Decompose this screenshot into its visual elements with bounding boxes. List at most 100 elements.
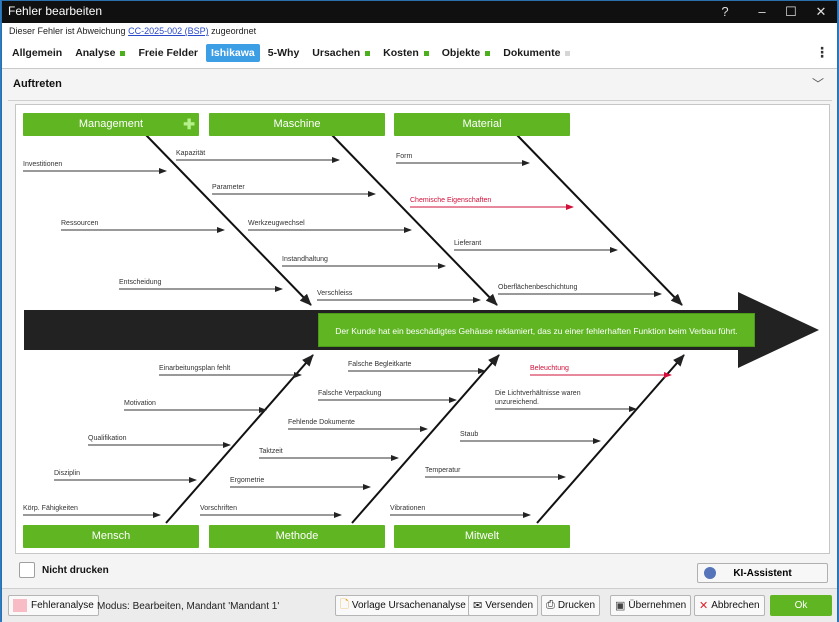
category-label: Mitwelt — [464, 530, 500, 542]
cause-label[interactable]: Körp. Fähigkeiten — [23, 505, 78, 512]
close-button[interactable]: ✕ — [815, 4, 827, 19]
apply-button[interactable]: ▣ Übernehmen — [610, 595, 692, 616]
cause-label[interactable]: Chemische Eigenschaften — [410, 197, 492, 204]
tab-analyse[interactable]: Analyse — [70, 44, 130, 62]
cause-label[interactable]: Falsche Begleitkarte — [348, 361, 412, 368]
help-button[interactable]: ? — [721, 4, 729, 19]
ki-assistant-button[interactable]: KI-Assistent — [697, 563, 828, 583]
cause-label[interactable]: Motivation — [124, 400, 156, 407]
tab-label: Freie Felder — [138, 47, 198, 59]
maximize-button[interactable]: ☐ — [785, 4, 797, 19]
tab-label: Dokumente — [503, 47, 561, 59]
footer-bar: Fehleranalyse Modus: Bearbeiten, Mandant… — [2, 588, 837, 622]
cancel-button[interactable]: ✕ Abbrechen — [694, 595, 765, 616]
template-button[interactable]: 🗋 Vorlage Ursachenanalyse — [335, 595, 471, 616]
ok-button[interactable]: Ok — [770, 595, 832, 616]
cause-label[interactable]: Investitionen — [23, 161, 63, 168]
save-icon: ▣ — [615, 600, 626, 612]
category-methode[interactable]: Methode — [209, 525, 385, 548]
cause-label[interactable]: Ressourcen — [61, 220, 99, 227]
tab-label: Allgemein — [12, 47, 63, 59]
cause-label[interactable]: Kapazität — [176, 150, 206, 157]
bone-management — [145, 134, 312, 306]
category-mensch[interactable]: Mensch — [23, 525, 199, 548]
bone-mensch — [165, 354, 314, 524]
deviation-link[interactable]: CC-2025-002 (BSP) — [128, 26, 209, 36]
cause-label[interactable]: Parameter — [212, 184, 245, 191]
cancel-label: Abbrechen — [711, 600, 760, 611]
chevron-down-icon[interactable]: ﹀ — [811, 77, 824, 91]
status-dot-icon — [365, 50, 371, 56]
cause-label[interactable]: Beleuchtung — [530, 365, 569, 372]
spine-arrowhead — [738, 292, 819, 368]
cause-label[interactable]: Fehlende Dokumente — [288, 419, 355, 426]
cause-label[interactable]: Entscheidung — [119, 279, 162, 286]
effect-box[interactable]: Der Kunde hat ein beschädigtes Gehäuse r… — [318, 313, 755, 347]
category-maschine[interactable]: Maschine — [209, 113, 385, 136]
tab-ursachen[interactable]: Ursachen — [307, 44, 375, 62]
category-mitwelt[interactable]: Mitwelt — [394, 525, 570, 548]
cause-label[interactable]: Staub — [460, 431, 479, 438]
status-dot-icon — [423, 50, 429, 56]
add-cause-icon[interactable]: ✚ — [183, 116, 195, 132]
cause-label[interactable]: Vorschriften — [200, 505, 237, 512]
x-icon: ✕ — [699, 600, 709, 612]
ki-assistant-label: KI-Assistent — [733, 568, 792, 579]
tab-bar: Allgemein Analyse Freie Felder Ishikawa 5-Wh… — [7, 42, 578, 64]
bone-methode — [351, 354, 500, 524]
cause-label[interactable]: Qualifikation — [88, 435, 127, 442]
cause-label[interactable]: Oberflächenbeschichtung — [498, 284, 578, 291]
brain-icon — [704, 567, 716, 579]
tab-label: Objekte — [441, 47, 481, 59]
cause-label[interactable]: Form — [396, 153, 413, 160]
status-dot-icon — [120, 50, 126, 56]
tab-allgemein[interactable]: Allgemein — [7, 44, 67, 62]
tab-freie-felder[interactable]: Freie Felder — [133, 44, 203, 62]
error-type-button[interactable]: Fehleranalyse — [8, 595, 99, 616]
tab-label: 5-Why — [267, 47, 300, 59]
deviation-info: Dieser Fehler ist Abweichung CC-2025-002… — [9, 26, 256, 36]
send-button[interactable]: ✉ Versenden — [468, 595, 539, 616]
color-swatch — [13, 599, 27, 612]
cause-label[interactable]: Ergometrie — [230, 477, 265, 484]
cause-label[interactable]: unzureichend. — [495, 399, 539, 406]
cause-label[interactable]: Einarbeitungsplan fehlt — [159, 365, 231, 372]
category-label: Methode — [275, 530, 319, 542]
error-type-label: Fehleranalyse — [31, 600, 94, 611]
category-material[interactable]: Material — [394, 113, 570, 136]
tab-5-why[interactable]: 5-Why — [263, 44, 305, 62]
cause-label[interactable]: Instandhaltung — [282, 256, 328, 263]
cause-label[interactable]: Falsche Verpackung — [318, 390, 382, 397]
tab-label: Analyse — [75, 47, 116, 59]
tab-kosten[interactable]: Kosten — [378, 44, 434, 62]
tab-objekte[interactable]: Objekte — [437, 44, 496, 62]
minimize-button[interactable]: – — [758, 4, 766, 19]
print-button[interactable]: ⎙ Drucken — [541, 595, 601, 616]
status-dot-icon — [565, 50, 571, 56]
cause-label[interactable]: Vibrationen — [390, 505, 426, 512]
cause-label[interactable]: Taktzeit — [259, 448, 283, 455]
cause-label[interactable]: Lieferant — [454, 240, 482, 247]
cause-label[interactable]: Temperatur — [425, 467, 461, 474]
cause-label[interactable]: Verschleiss — [317, 290, 353, 297]
print-label: Drucken — [557, 600, 596, 611]
apply-label: Übernehmen — [628, 600, 687, 611]
bone-material — [516, 134, 683, 306]
tab-label: Ursachen — [312, 47, 361, 59]
category-management[interactable]: Management✚ — [23, 113, 199, 136]
window-title: Fehler bearbeiten — [8, 4, 103, 18]
section-header-auftreten[interactable]: Auftreten ﹀ — [8, 71, 832, 101]
not-print-checkbox[interactable] — [19, 562, 35, 578]
category-label: Maschine — [273, 118, 321, 130]
cause-label[interactable]: Werkzeugwechsel — [248, 220, 305, 227]
more-options-icon[interactable]: ⋮ — [815, 45, 829, 61]
cause-label[interactable]: Die Lichtverhältnisse waren — [495, 390, 581, 397]
status-dot-icon — [485, 50, 491, 56]
mode-status: Modus: Bearbeiten, Mandant 'Mandant 1' — [97, 601, 280, 612]
tab-ishikawa[interactable]: Ishikawa — [206, 44, 260, 62]
tab-label: Ishikawa — [211, 47, 255, 59]
category-label: Mensch — [91, 530, 131, 542]
cause-label[interactable]: Disziplin — [54, 470, 81, 477]
tab-dokumente[interactable]: Dokumente — [498, 44, 575, 62]
